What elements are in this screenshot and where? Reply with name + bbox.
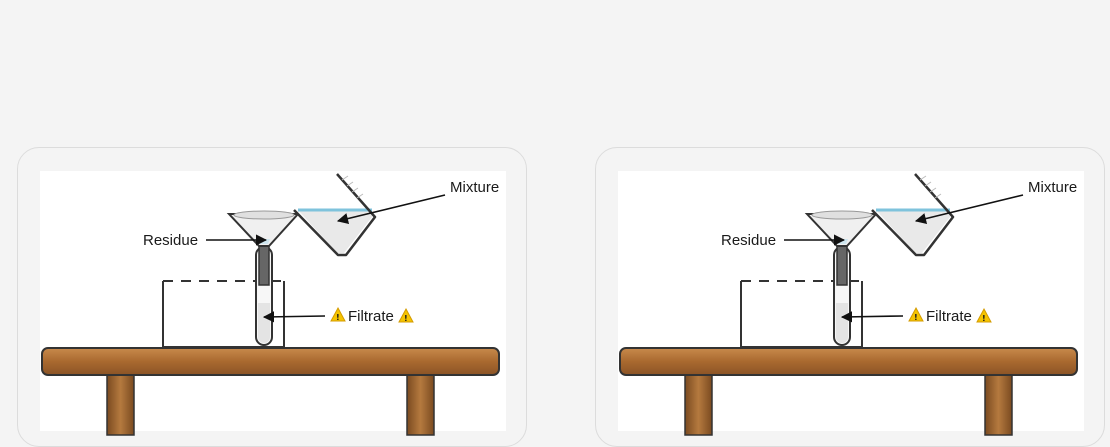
table-top [41, 347, 500, 376]
table-leg-left [106, 374, 135, 436]
pouring-beaker [293, 173, 377, 257]
svg-text:!: ! [982, 314, 986, 323]
mixture-liquid [298, 210, 372, 253]
warning-icon: ! [398, 307, 414, 323]
collection-beaker [162, 280, 285, 348]
table [619, 347, 1078, 436]
mixture-liquid [876, 210, 950, 253]
mixture-label: Mixture [1028, 179, 1077, 196]
filtrate-callout: ! Filtrate ! [262, 306, 414, 325]
svg-text:!: ! [336, 313, 340, 322]
filtrate-label: Filtrate [926, 308, 972, 325]
filtrate-liquid [258, 303, 270, 343]
warning-icon: ! [976, 307, 992, 323]
table-leg-right [984, 374, 1013, 436]
warning-icon: ! [908, 306, 924, 322]
table-top [619, 347, 1078, 376]
pouring-beaker [871, 173, 955, 257]
residue-callout: Residue [721, 232, 846, 249]
table [41, 347, 500, 436]
residue-callout: Residue [143, 232, 268, 249]
warning-icon: ! [330, 306, 346, 322]
collection-beaker [740, 280, 863, 348]
mixture-callout: Mixture [914, 179, 1077, 225]
filtrate-liquid [836, 303, 848, 343]
filtrate-callout: ! Filtrate ! [840, 306, 992, 325]
diagram-panel-2: Mixture Residue ! Filtrate ! [595, 147, 1105, 447]
mixture-callout: Mixture [336, 179, 499, 225]
table-leg-left [684, 374, 713, 436]
filtration-diagram: Mixture Residue ! Filtrate ! [41, 173, 500, 436]
svg-text:!: ! [404, 314, 408, 323]
mixture-label: Mixture [450, 179, 499, 196]
filtration-scene: Mixture Residue ! Filtrate ! [40, 171, 506, 436]
filter-funnel [226, 210, 301, 286]
filter-funnel [804, 210, 879, 286]
svg-text:!: ! [914, 313, 918, 322]
residue-label: Residue [721, 232, 776, 249]
table-leg-right [406, 374, 435, 436]
filtrate-label: Filtrate [348, 308, 394, 325]
filtration-scene: Mixture Residue ! Filtrate ! [618, 171, 1084, 436]
residue-label: Residue [143, 232, 198, 249]
filtration-diagram: Mixture Residue ! Filtrate ! [619, 173, 1078, 436]
diagram-panel-1: Mixture Residue ! Filtrate ! [17, 147, 527, 447]
